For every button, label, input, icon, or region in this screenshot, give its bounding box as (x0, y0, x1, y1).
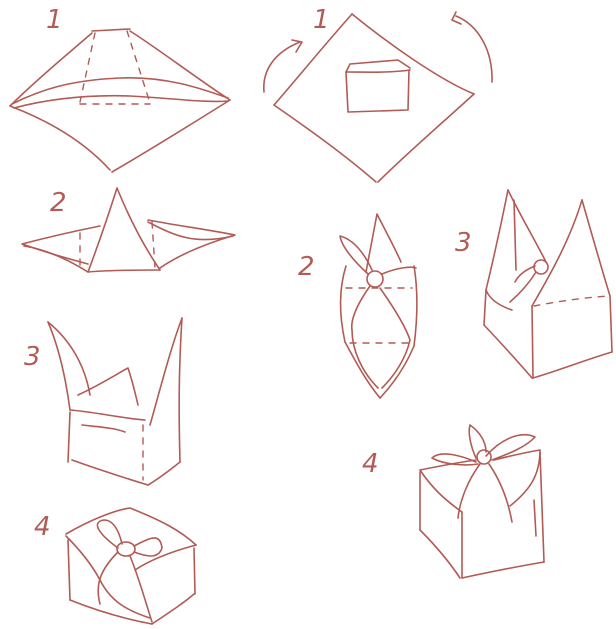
step-number-right-3: 3 (455, 228, 472, 258)
step-number-left-1: 1 (46, 5, 63, 35)
tied-rectangular-box-icon (66, 508, 196, 624)
gift-box-with-bow-icon (420, 425, 544, 578)
step-number-left-2: 2 (50, 188, 67, 218)
knotted-top-view-icon (340, 214, 417, 398)
diamond-cloth-with-box-icon (264, 12, 492, 182)
step-number-left-4: 4 (34, 512, 51, 542)
step-number-left-3: 3 (24, 342, 41, 372)
step-number-right-1: 1 (313, 5, 330, 35)
step-number-right-2: 2 (298, 252, 315, 282)
tall-corners-box-icon (484, 190, 612, 378)
raised-corners-icon (48, 318, 182, 485)
square-wrap-base-icon (10, 29, 230, 172)
step-number-right-4: 4 (362, 449, 379, 479)
